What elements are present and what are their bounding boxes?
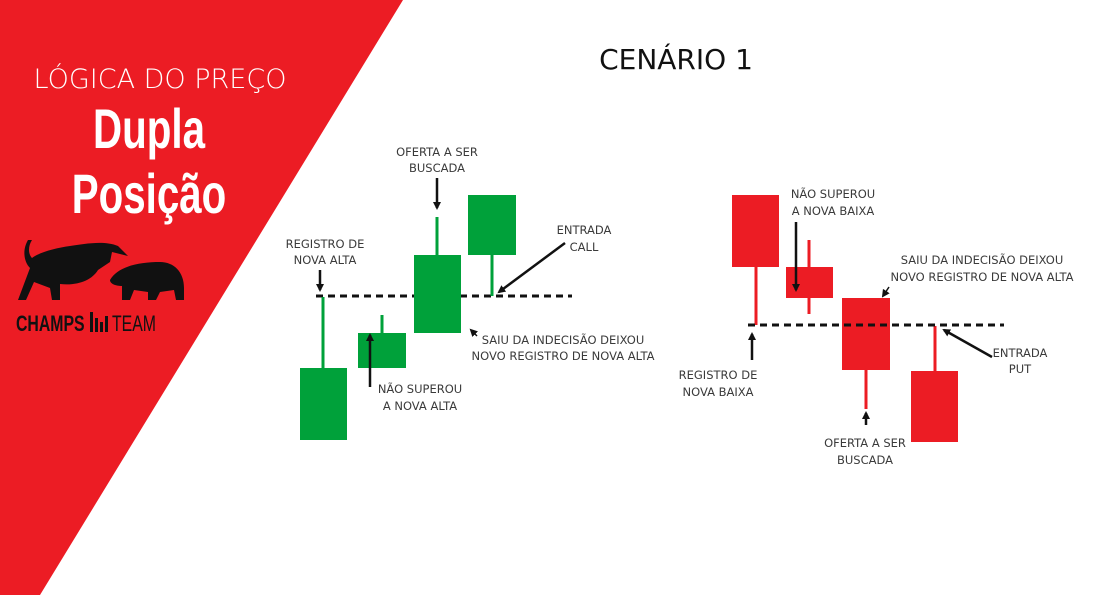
logo-team: TEAM <box>112 313 156 337</box>
scenario-title: CENÁRIO 1 <box>599 42 753 76</box>
label: ENTRADA <box>557 223 612 237</box>
label: REGISTRO DE <box>286 237 365 251</box>
label: NOVO REGISTRO DE NOVA ALTA <box>472 349 655 363</box>
bull-bear-logo-icon <box>18 240 184 300</box>
candle-1 <box>732 195 779 267</box>
label: ENTRADA <box>993 346 1048 360</box>
candle-3 <box>414 255 461 333</box>
candle-4 <box>468 195 516 255</box>
subtitle: LÓGICA DO PREÇO <box>34 63 287 95</box>
arrow-icon <box>942 328 993 359</box>
label: BUSCADA <box>409 161 465 175</box>
logo-brand: CHAMPS <box>16 313 85 337</box>
candle-2 <box>786 267 833 298</box>
candle-2 <box>358 333 406 368</box>
label: NOVO REGISTRO DE NOVA ALTA <box>891 270 1074 284</box>
candle-4 <box>911 371 958 442</box>
label: A NOVA ALTA <box>383 399 457 413</box>
label: OFERTA A SER <box>396 145 478 159</box>
label: BUSCADA <box>837 453 893 467</box>
label: NÃO SUPEROU <box>791 186 875 201</box>
put-scenario: NÃO SUPEROU A NOVA BAIXA SAIU DA INDECIS… <box>679 186 1074 467</box>
red-banner <box>0 0 403 595</box>
title-line2: Posição <box>72 164 227 226</box>
label: PUT <box>1009 362 1032 376</box>
label: NÃO SUPEROU <box>378 381 462 396</box>
arrow-icon <box>469 328 479 338</box>
arrow-icon <box>497 241 566 294</box>
label: CALL <box>570 240 599 254</box>
candle-1 <box>300 368 347 440</box>
label: REGISTRO DE <box>679 368 758 382</box>
label: SAIU DA INDECISÃO DEIXOU <box>901 252 1064 267</box>
label: A NOVA BAIXA <box>792 204 875 218</box>
label: NOVA BAIXA <box>683 385 754 399</box>
title-line1: Dupla <box>93 99 206 161</box>
call-scenario: REGISTRO DE NOVA ALTA OFERTA A SER BUSCA… <box>286 145 655 440</box>
arrow-icon <box>881 286 890 298</box>
label: OFERTA A SER <box>824 436 906 450</box>
label: SAIU DA INDECISÃO DEIXOU <box>482 332 645 347</box>
candle-3 <box>842 298 890 370</box>
label: NOVA ALTA <box>294 253 357 267</box>
chart-bars-logo-icon <box>90 312 108 332</box>
